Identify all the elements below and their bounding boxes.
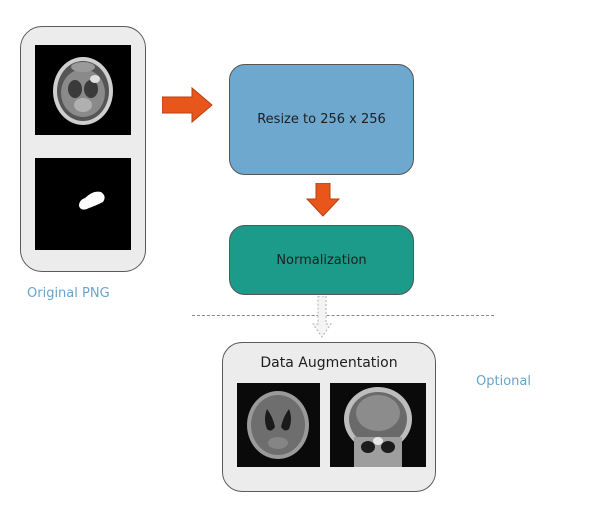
resize-step-box: Resize to 256 x 256 <box>229 64 414 175</box>
optional-separator-line <box>192 315 494 316</box>
augmented-mri-coronal-image <box>330 383 426 467</box>
mri-axial-image <box>35 45 131 135</box>
resize-step-label: Resize to 256 x 256 <box>257 112 386 127</box>
normalization-step-label: Normalization <box>276 252 367 268</box>
augmented-mri-axial-image <box>237 383 320 467</box>
normalization-step-box: Normalization <box>229 225 414 295</box>
tumor-mask-image <box>35 158 131 250</box>
gray-dashed-arrow-down-icon <box>312 296 332 338</box>
orange-arrow-right-icon <box>162 86 213 124</box>
original-png-caption: Original PNG <box>27 286 110 301</box>
orange-arrow-down-icon <box>305 183 341 217</box>
data-augmentation-title: Data Augmentation <box>260 355 398 371</box>
optional-note: Optional <box>476 374 531 389</box>
